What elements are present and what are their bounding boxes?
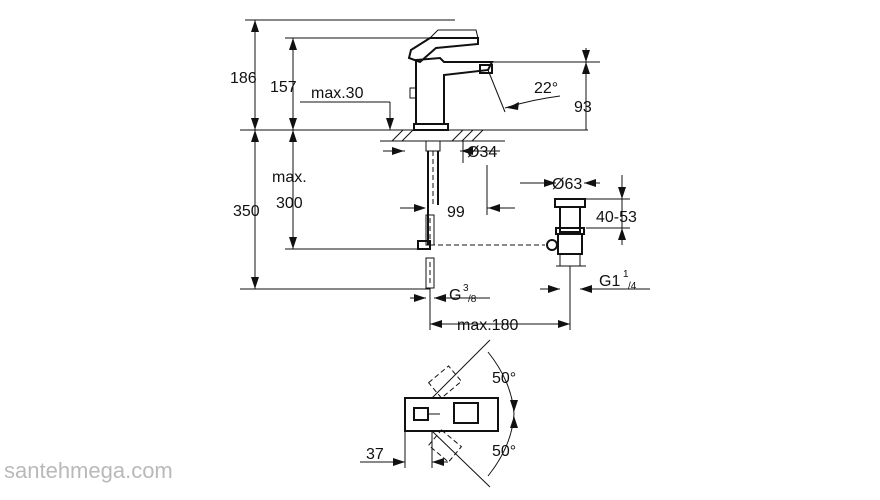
label-angle-22: 22° <box>534 80 558 97</box>
label-diameter-34: Ø34 <box>467 144 497 161</box>
label-186: 186 <box>230 70 257 87</box>
countertop-section <box>380 129 505 330</box>
label-350: 350 <box>233 203 260 220</box>
label-g1-quarter: G1 1 /4 <box>599 269 637 292</box>
label-157: 157 <box>270 79 297 96</box>
label-max30: max.30 <box>311 85 364 102</box>
label-40-53: 40-53 <box>596 209 637 226</box>
popup-rod <box>417 239 558 251</box>
faucet-plan-view <box>360 339 518 488</box>
label-g-denominator: /8 <box>468 294 477 305</box>
label-g-three-eighths: G 3 /8 <box>449 283 477 305</box>
label-300: 300 <box>276 195 303 212</box>
label-max180: max.180 <box>457 317 518 334</box>
label-diameter-63: Ø63 <box>552 176 582 193</box>
label-angle-50-lower: 50° <box>492 443 516 460</box>
label-g1-main: G1 <box>599 273 620 290</box>
label-93: 93 <box>574 99 592 116</box>
label-angle-50-upper: 50° <box>492 370 516 387</box>
dimension-lines <box>240 19 650 328</box>
label-max: max. <box>272 169 307 186</box>
waste-valve <box>554 198 586 330</box>
label-37: 37 <box>366 446 384 463</box>
label-g1-numerator: 1 <box>623 269 629 280</box>
watermark: santehmega.com <box>4 458 173 483</box>
label-g-main: G <box>449 287 461 304</box>
label-99: 99 <box>447 204 465 221</box>
faucet-side-view <box>407 29 494 131</box>
label-g1-denominator: /4 <box>628 281 637 292</box>
label-g-numerator: 3 <box>463 283 469 294</box>
dimension-labels: 186 157 max.30 22° 93 Ø34 max. 300 350 9… <box>230 70 637 463</box>
